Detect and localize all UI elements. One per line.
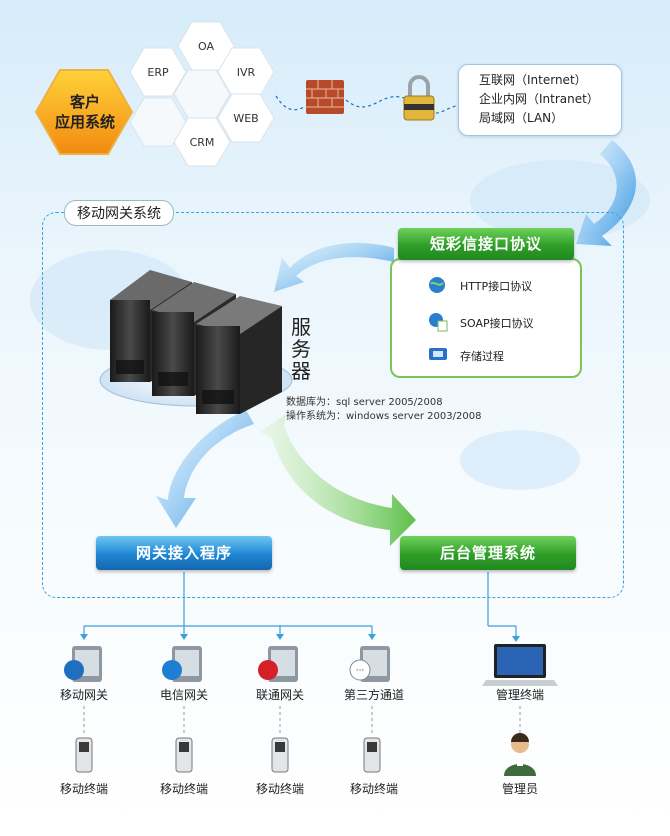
laptop-icon (482, 644, 558, 686)
admin-label: 管理员 (501, 782, 538, 796)
protocol-panel (390, 258, 582, 378)
sms-mms-protocol-header: 短彩信接口协议 (398, 228, 574, 260)
arrow-network-to-protocol (576, 140, 636, 246)
hex-oa: OA (198, 40, 214, 53)
terminal-dashed-lines (83, 706, 521, 736)
channel-third-party: 第三方通道 (343, 688, 404, 702)
network-types-box: 互联网（Internet） 企业内网（Intranet） 局域网（LAN） (458, 64, 622, 136)
gateway-access-program: 网关接入程序 (96, 536, 272, 570)
database-info: 数据库为：sql server 2005/2008 (286, 397, 443, 408)
management-terminal-label: 管理终端 (495, 688, 544, 702)
hex-web: WEB (233, 112, 259, 125)
admin-person-icon (504, 733, 536, 776)
mobile-terminal-4: 移动终端 (349, 782, 398, 796)
arrow-server-admin-bidirectional (260, 414, 416, 546)
client-application-label: 客户 应用系统 (40, 92, 130, 132)
gateway-system-title: 移动网关系统 (64, 200, 174, 226)
mobile-terminal-3: 移动终端 (255, 782, 304, 796)
client-label-line2: 应用系统 (54, 113, 115, 131)
svg-text:···: ··· (356, 666, 365, 676)
unicom-gateway-icon (258, 646, 298, 682)
channel-unicom-gateway: 联通网关 (255, 688, 304, 702)
server-cluster-icon (110, 270, 282, 414)
channel-telecom-gateway: 电信网关 (159, 688, 208, 702)
server-label-char1: 服 (291, 315, 311, 339)
telecom-gateway-icon (162, 646, 202, 682)
hex-ivr: IVR (236, 66, 256, 79)
third-party-gateway-icon: ··· (349, 646, 390, 682)
arrow-protocol-to-server (274, 242, 394, 292)
hexagon-cluster (129, 21, 275, 167)
network-intranet: 企业内网（Intranet） (479, 92, 599, 106)
server-label: 服 务 器 (290, 316, 312, 382)
network-internet: 互联网（Internet） (479, 73, 587, 87)
mobile-gateway-icon (64, 646, 102, 682)
server-label-char3: 器 (291, 359, 311, 383)
connection-dashed-line-2 (345, 96, 405, 108)
channel-mobile-gateway: 移动网关 (59, 688, 108, 702)
backend-admin-system: 后台管理系统 (400, 536, 576, 570)
gateway-system-container (42, 212, 624, 598)
client-label-line1: 客户 (69, 93, 100, 111)
database-icon (428, 346, 448, 362)
os-info: 操作系统为：windows server 2003/2008 (286, 411, 482, 422)
connection-dashed-line (275, 95, 313, 111)
protocol-soap: SOAP接口协议 (460, 317, 534, 330)
mobile-terminal-1: 移动终端 (59, 782, 108, 796)
network-lan: 局域网（LAN） (479, 111, 564, 125)
firewall-icon (306, 80, 344, 114)
lock-icon (403, 75, 435, 121)
mobile-terminal-2: 移动终端 (159, 782, 208, 796)
protocol-stored-procedure: 存储过程 (460, 350, 504, 363)
server-label-char2: 务 (291, 337, 311, 361)
client-hexagon (34, 69, 134, 155)
hex-crm: CRM (189, 136, 215, 149)
globe-icon (428, 276, 446, 294)
arrow-server-to-access (156, 410, 254, 528)
hex-erp: ERP (147, 66, 169, 79)
phone-icons (75, 737, 381, 773)
globe-doc-icon (428, 312, 448, 332)
protocol-http: HTTP接口协议 (460, 280, 533, 293)
